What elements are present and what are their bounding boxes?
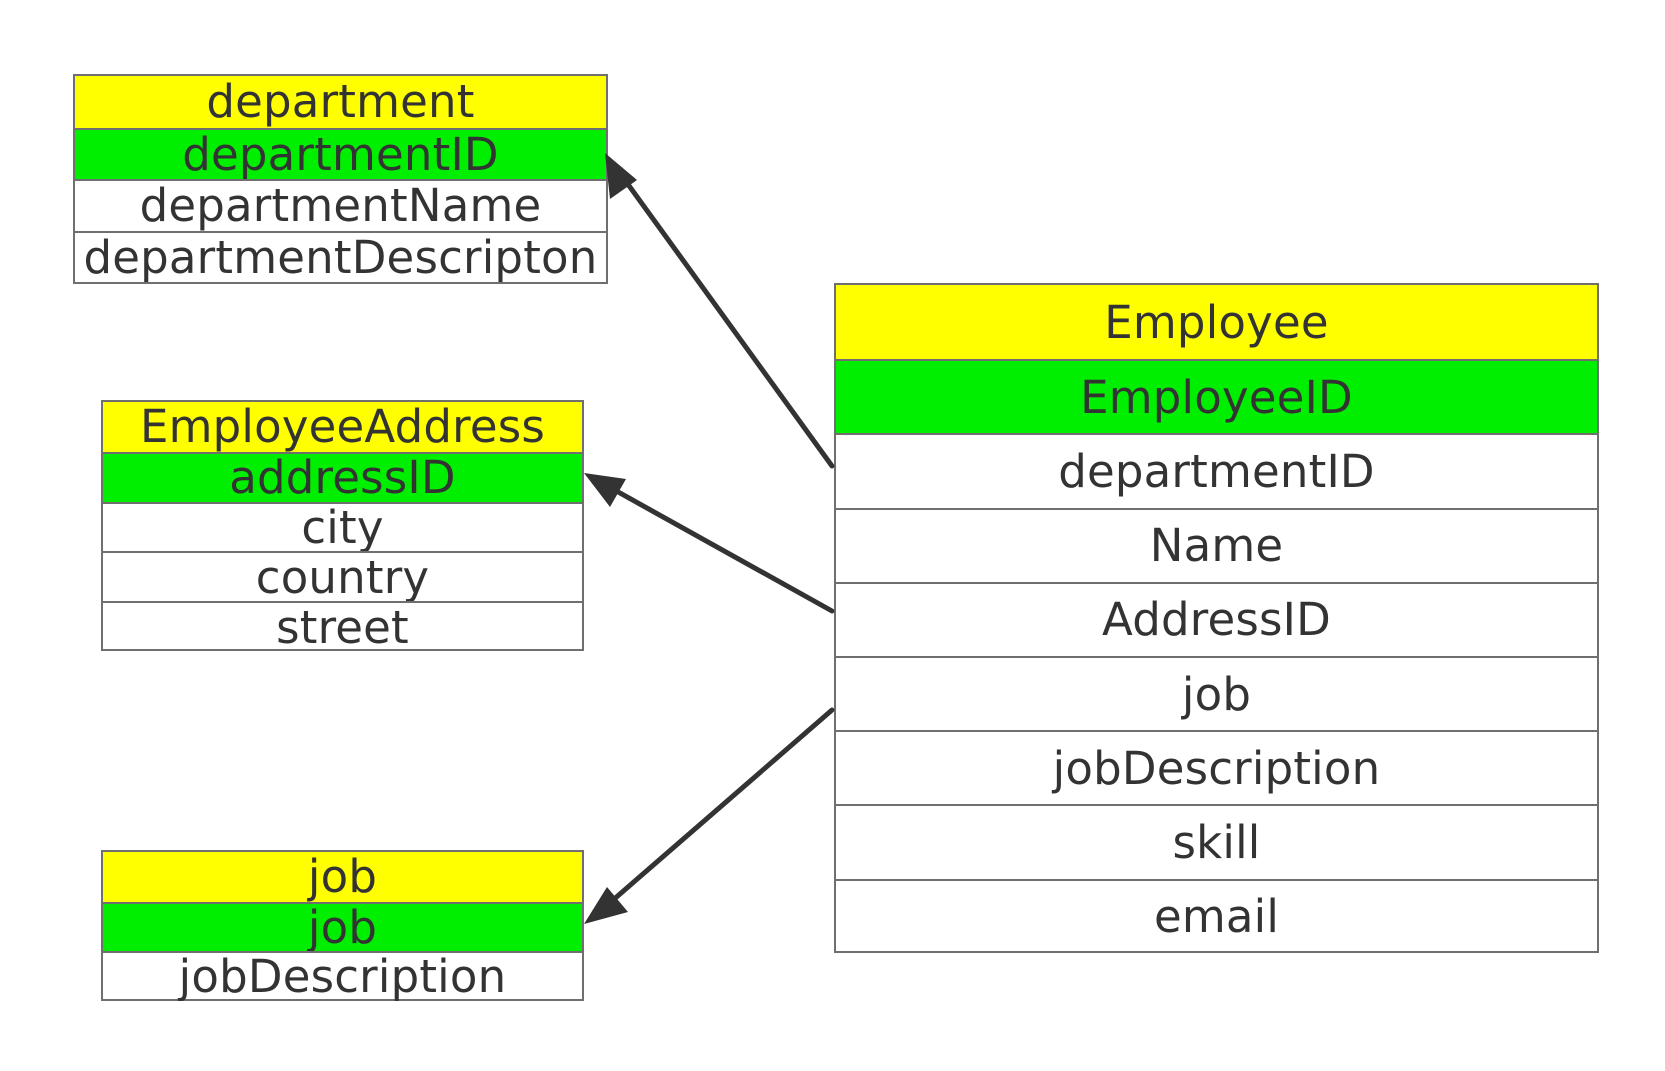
entity-field: departmentID	[836, 433, 1597, 507]
entity-field: city	[103, 501, 582, 551]
entity-field: street	[103, 601, 582, 651]
entity-department[interactable]: department departmentID departmentName d…	[73, 74, 608, 284]
entity-field: jobDescription	[836, 730, 1597, 804]
entity-field: departmentName	[75, 179, 606, 231]
entity-field: skill	[836, 804, 1597, 878]
entity-title: department	[75, 76, 606, 128]
entity-employee[interactable]: Employee EmployeeID departmentID Name Ad…	[834, 283, 1599, 953]
primary-key-field: addressID	[103, 451, 582, 502]
arrowhead-department	[605, 153, 637, 199]
entity-title: Employee	[836, 285, 1597, 360]
entity-job[interactable]: job job jobDescription	[101, 850, 584, 1001]
primary-key-field: departmentID	[75, 127, 606, 179]
arrowhead-employee-address	[584, 473, 626, 507]
entity-field: jobDescription	[103, 951, 582, 1001]
entity-field: email	[836, 878, 1597, 953]
entity-field: AddressID	[836, 581, 1597, 656]
entity-field: job	[836, 655, 1597, 730]
entity-field: Name	[836, 507, 1597, 582]
relation-line-job	[602, 707, 835, 910]
entity-title: EmployeeAddress	[103, 402, 582, 452]
arrowhead-job	[584, 887, 628, 924]
entity-employee-address[interactable]: EmployeeAddress addressID city country s…	[101, 400, 584, 651]
relation-line-employee-address	[608, 485, 835, 614]
primary-key-field: job	[103, 901, 582, 952]
entity-title: job	[103, 852, 582, 902]
entity-field: departmentDescripton	[75, 230, 606, 282]
primary-key-field: EmployeeID	[836, 359, 1597, 434]
relation-line-department	[619, 173, 835, 469]
entity-field: country	[103, 551, 582, 601]
